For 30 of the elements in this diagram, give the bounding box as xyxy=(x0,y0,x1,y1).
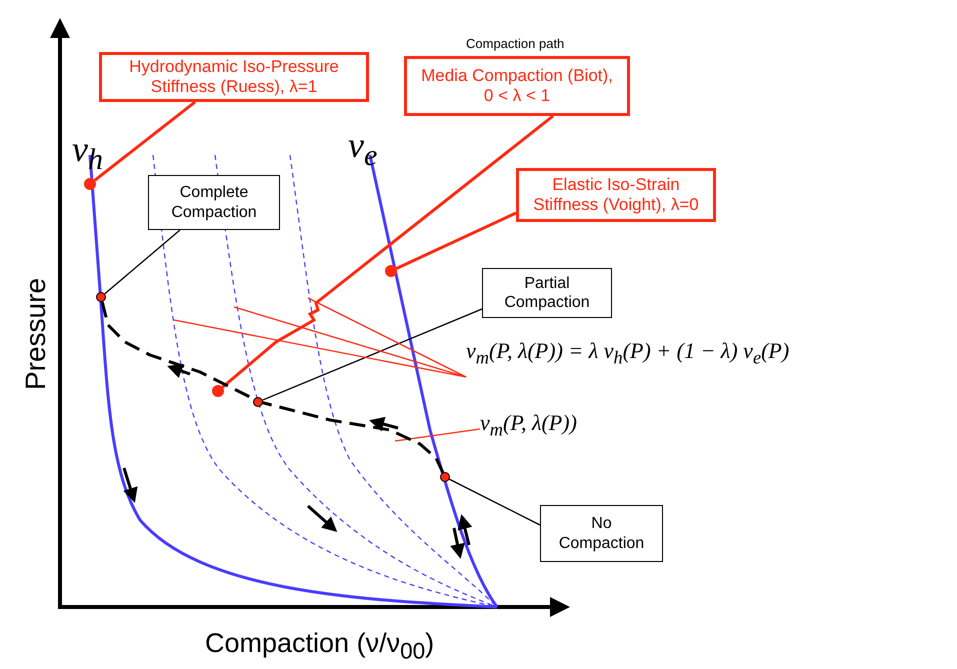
formula: ν$_{m}$(P, λ(P)) = λ ν$_{h}$(P) + (1 − λ) ν$_{e}$(P) xyxy=(466,338,956,378)
leader-line xyxy=(234,306,466,378)
leader-line xyxy=(394,428,480,442)
point-marker xyxy=(253,397,263,407)
point-marker xyxy=(440,472,450,482)
axis-title: Pressure xyxy=(20,278,52,390)
leader-line xyxy=(449,478,540,526)
callout-box: No Compaction xyxy=(540,505,663,562)
axis-title: Compaction (ν/ν$_{00}$) xyxy=(205,628,434,664)
callout-box: Elastic Iso-Strain Stiffness (Voight), λ=0 xyxy=(516,168,716,222)
formula: ν$_{m}$(P, λ(P)) xyxy=(480,410,650,450)
leader-line xyxy=(174,319,466,378)
compaction-path-curve xyxy=(100,301,444,474)
leader-line xyxy=(262,308,482,401)
leader-line xyxy=(222,114,554,388)
curve-label: ν$_{e}$ xyxy=(348,124,378,174)
callout-heading: Compaction path xyxy=(466,36,564,51)
leader-line xyxy=(94,100,196,182)
callout-box: Partial Compaction xyxy=(482,268,612,318)
leader-line xyxy=(396,212,517,270)
curve-label: ν$_{h}$ xyxy=(72,128,103,178)
callout-box: Hydrodynamic Iso-Pressure Stiffness (Ruess), λ=1 xyxy=(99,52,369,102)
point-marker xyxy=(385,265,397,277)
callout-box: Complete Compaction xyxy=(148,175,280,230)
point-marker xyxy=(212,385,224,397)
leader-line xyxy=(104,230,180,294)
point-marker xyxy=(96,292,106,302)
point-marker xyxy=(84,178,96,190)
callout-box: Media Compaction (Biot), 0 < λ < 1 xyxy=(404,56,630,116)
leader-line xyxy=(308,297,466,378)
